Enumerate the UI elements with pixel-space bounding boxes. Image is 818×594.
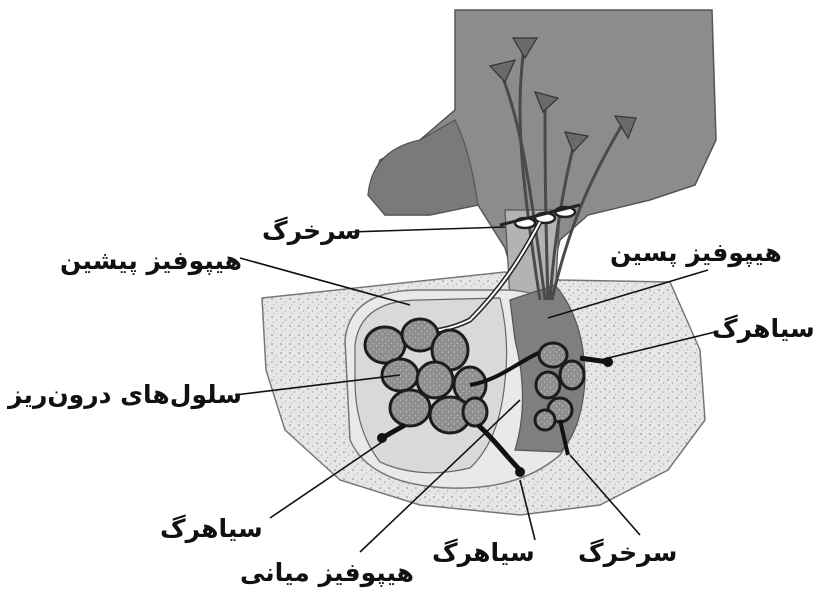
label-vein-right: سیاهرگ — [712, 316, 815, 341]
label-anterior-pituitary: هیپوفیز پیشین — [60, 248, 242, 273]
label-vein-bottom-center: سیاهرگ — [432, 540, 535, 565]
label-artery-bottom: سرخرگ — [578, 540, 677, 565]
label-endocrine-cells: سلول‌های درون‌ریز — [8, 382, 242, 407]
optic-chiasm — [368, 120, 478, 215]
label-posterior-pituitary: هیپوفیز پسین — [610, 240, 782, 265]
label-middle-pituitary: هیپوفیز میانی — [240, 560, 414, 585]
label-artery-top: سرخرگ — [262, 218, 361, 243]
label-vein-bottom-left: سیاهرگ — [160, 516, 263, 541]
